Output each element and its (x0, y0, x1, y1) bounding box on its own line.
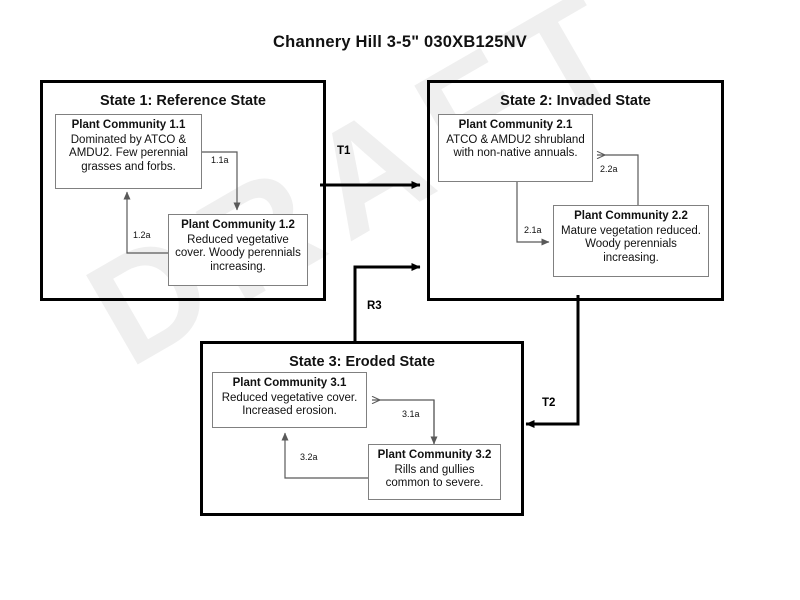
diagram-title: Channery Hill 3-5" 030XB125NV (273, 33, 527, 51)
pathway-arrow-1-1a (202, 151, 241, 211)
pathway-label-2-2a: 2.2a (600, 164, 618, 174)
pc-1-2-description: Reduced vegetative cover. Woody perennia… (175, 233, 301, 273)
pathway-arrow-3-1a (372, 400, 438, 445)
pc-1-1-description: Dominated by ATCO & AMDU2. Few perennial… (69, 133, 188, 173)
pathway-label-1-2a: 1.2a (133, 230, 151, 240)
plant-community-2-2[interactable]: Plant Community 2.2 Mature vegetation re… (553, 205, 709, 277)
pathway-label-3-2a: 3.2a (300, 452, 318, 462)
transition-arrow-r3 (353, 263, 421, 341)
state-3-title: State 3: Eroded State (289, 354, 435, 370)
plant-community-2-1[interactable]: Plant Community 2.1 ATCO & AMDU2 shrubla… (438, 114, 593, 182)
pc-3-1-title: Plant Community 3.1 (232, 377, 347, 389)
transition-label-t2: T2 (542, 397, 556, 409)
state-box-2[interactable]: State 2: Invaded State (427, 80, 724, 301)
pathway-label-2-1a: 2.1a (524, 225, 542, 235)
transition-arrow-t2 (525, 295, 580, 428)
plant-community-3-1[interactable]: Plant Community 3.1 Reduced vegetative c… (212, 372, 367, 428)
pathway-arrow-3-2a (281, 432, 368, 479)
pc-3-2-description: Rills and gullies common to severe. (385, 463, 484, 490)
pc-3-2-title: Plant Community 3.2 (377, 449, 492, 461)
pathway-arrow-2-1a (516, 182, 550, 246)
pc-1-1-title: Plant Community 1.1 (71, 119, 186, 131)
transition-label-t1: T1 (337, 145, 351, 157)
state-2-title: State 2: Invaded State (500, 93, 651, 109)
plant-community-1-2[interactable]: Plant Community 1.2 Reduced vegetative c… (168, 214, 308, 286)
pathway-label-3-1a: 3.1a (402, 409, 420, 419)
pc-2-2-description: Mature vegetation reduced. Woody perenni… (560, 224, 701, 264)
pathway-label-1-1a: 1.1a (211, 155, 229, 165)
plant-community-3-2[interactable]: Plant Community 3.2 Rills and gullies co… (368, 444, 501, 500)
state-1-title: State 1: Reference State (99, 93, 266, 109)
pc-2-2-title: Plant Community 2.2 (574, 210, 688, 222)
plant-community-1-1[interactable]: Plant Community 1.1 Dominated by ATCO & … (55, 114, 202, 189)
state-box-3[interactable]: State 3: Eroded State (200, 341, 524, 516)
transition-label-r3: R3 (367, 300, 382, 312)
pc-2-1-title: Plant Community 2.1 (458, 119, 573, 131)
pathway-arrow-1-2a (123, 191, 168, 254)
pathway-arrow-2-2a (597, 155, 639, 205)
pc-2-1-description: ATCO & AMDU2 shrubland with non-native a… (446, 133, 585, 160)
pc-1-2-title: Plant Community 1.2 (181, 219, 295, 231)
pc-3-1-description: Reduced vegetative cover. Increased eros… (221, 391, 358, 418)
state-box-1[interactable]: State 1: Reference State (40, 80, 326, 301)
